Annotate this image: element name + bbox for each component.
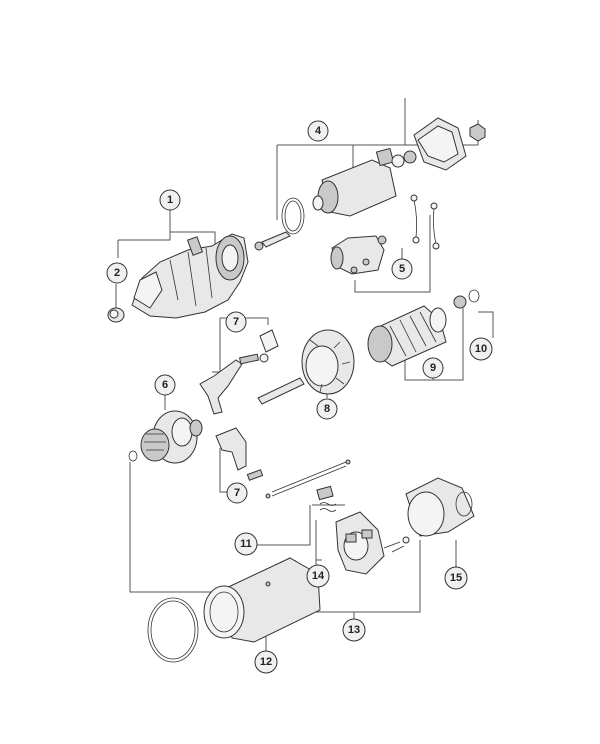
callout-label: 15 <box>450 572 462 584</box>
callout-label: 13 <box>348 624 360 636</box>
relay-and-wires <box>330 194 440 275</box>
callout-label: 5 <box>399 263 405 275</box>
callout-9: 9 <box>422 357 444 379</box>
callout-15: 15 <box>444 566 468 590</box>
pinion-drive <box>128 410 203 464</box>
callout-label: 1 <box>167 194 173 206</box>
callout-label: 4 <box>315 125 322 137</box>
callout-10: 10 <box>469 337 493 361</box>
planetary-gear-shaft <box>257 329 355 405</box>
callout-12: 12 <box>254 650 278 674</box>
callout-label: 10 <box>475 343 487 355</box>
yoke-housing <box>147 557 321 663</box>
callout-8: 8 <box>316 398 338 420</box>
callout-label: 9 <box>430 362 436 374</box>
armature <box>367 289 480 367</box>
lever-bearing <box>215 427 264 481</box>
callout-label: 12 <box>260 656 272 668</box>
callout-2: 2 <box>106 262 128 284</box>
callout-label: 8 <box>324 403 330 415</box>
solenoid-assembly <box>254 117 486 251</box>
callout-14: 14 <box>306 564 330 588</box>
brush-holder <box>316 485 410 575</box>
callout-label: 2 <box>114 267 120 279</box>
callout-label: 11 <box>240 538 252 550</box>
callout-6: 6 <box>154 374 176 396</box>
callout-label: 6 <box>162 379 168 391</box>
callout-label: 14 <box>312 570 325 582</box>
drive-end-housing <box>131 233 249 319</box>
callout-7-top: 7 <box>225 311 247 333</box>
callout-11: 11 <box>234 532 258 556</box>
end-cover <box>405 477 475 537</box>
callout-13: 13 <box>342 618 366 642</box>
callout-7-bottom: 7 <box>226 482 248 504</box>
bushing <box>107 307 125 323</box>
callout-4: 4 <box>307 120 329 142</box>
callout-1: 1 <box>159 189 181 211</box>
through-bolts <box>265 459 351 499</box>
callout-label: 7 <box>234 487 240 499</box>
callout-label: 7 <box>233 316 239 328</box>
callouts: 1 2 4 5 6 7 7 8 <box>106 120 493 674</box>
engagement-lever <box>199 329 279 415</box>
callout-5: 5 <box>391 258 413 280</box>
